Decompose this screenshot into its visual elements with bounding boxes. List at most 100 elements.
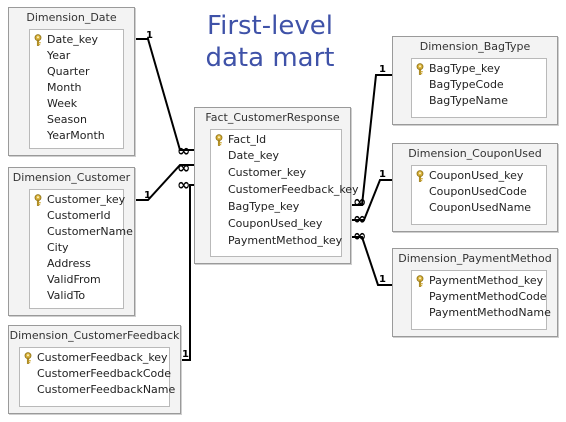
- field-row[interactable]: Week: [30, 96, 123, 112]
- field-row[interactable]: City: [30, 240, 123, 256]
- field-row[interactable]: Date_key: [30, 32, 123, 48]
- field-row[interactable]: CouponUsedCode: [412, 184, 546, 200]
- table-dimension-date[interactable]: Dimension_Date Date_key Year Quarter Mon…: [8, 7, 135, 156]
- field-row[interactable]: Address: [30, 256, 123, 272]
- field-row[interactable]: ValidTo: [30, 288, 123, 304]
- field-row[interactable]: Month: [30, 80, 123, 96]
- field-name: Year: [47, 49, 71, 62]
- field-name: Quarter: [47, 65, 90, 78]
- field-row[interactable]: YearMonth: [30, 128, 123, 144]
- link-couponused-fact: [351, 179, 392, 221]
- field-name: PaymentMethodCode: [429, 290, 547, 303]
- field-list: Date_key Year Quarter Month Week Season …: [29, 29, 124, 149]
- field-name: City: [47, 241, 69, 254]
- table-title: Dimension_BagType: [419, 40, 531, 53]
- field-list: BagType_key BagTypeCode BagTypeName: [411, 58, 547, 118]
- table-title: Dimension_PaymentMethod: [398, 252, 552, 265]
- field-row[interactable]: CustomerFeedbackName: [20, 382, 175, 398]
- table-dimension-payment-method[interactable]: Dimension_PaymentMethod PaymentMethod_ke…: [392, 248, 558, 337]
- field-name: Date_key: [228, 149, 280, 162]
- field-name: Fact_Id: [228, 133, 267, 146]
- field-row[interactable]: Quarter: [30, 64, 123, 80]
- field-row[interactable]: PaymentMethodCode: [412, 289, 547, 305]
- cardinality-one-feedback: 1: [182, 349, 189, 360]
- field-name: Date_key: [47, 33, 99, 46]
- field-name: ValidTo: [47, 289, 86, 302]
- field-row[interactable]: CustomerFeedbackCode: [20, 366, 171, 382]
- field-list: Customer_key CustomerId CustomerName Cit…: [29, 189, 133, 309]
- field-row[interactable]: BagType_key: [211, 199, 341, 215]
- field-name: CouponUsed_key: [429, 169, 524, 182]
- cardinality-one-customer: 1: [144, 190, 151, 201]
- field-name: Customer_key: [228, 166, 307, 179]
- field-name: Season: [47, 113, 87, 126]
- link-date-fact: [134, 38, 194, 151]
- field-name: PaymentMethodName: [429, 306, 551, 319]
- table-title: Dimension_CouponUsed: [408, 147, 542, 160]
- cardinality-one-couponused: 1: [379, 169, 386, 180]
- field-name: CustomerFeedback_key: [37, 351, 168, 364]
- field-row[interactable]: CustomerName: [30, 224, 133, 240]
- field-row[interactable]: Year: [30, 48, 123, 64]
- field-row[interactable]: CouponUsedName: [412, 200, 546, 216]
- field-list: CouponUsed_key CouponUsedCode CouponUsed…: [411, 165, 547, 225]
- field-row[interactable]: ValidFrom: [30, 272, 123, 288]
- field-name: BagTypeCode: [429, 78, 504, 91]
- field-row[interactable]: BagTypeName: [412, 93, 546, 109]
- field-row[interactable]: BagTypeCode: [412, 77, 546, 93]
- cardinality-many-paymentmethod: ∞: [353, 226, 367, 245]
- field-row[interactable]: CustomerId: [30, 208, 123, 224]
- table-title: Dimension_CustomerFeedback: [9, 329, 180, 342]
- table-dimension-coupon-used[interactable]: Dimension_CouponUsed CouponUsed_key Coup…: [392, 143, 558, 232]
- field-row[interactable]: CustomerFeedback_key: [20, 350, 169, 366]
- field-row[interactable]: Customer_key: [30, 192, 126, 208]
- field-name: Address: [47, 257, 91, 270]
- cardinality-many-feedback: ∞: [177, 175, 191, 194]
- field-row[interactable]: Customer_key: [211, 165, 341, 181]
- table-title: Fact_CustomerResponse: [205, 111, 340, 124]
- field-row[interactable]: CouponUsed_key: [211, 216, 341, 232]
- field-list: CustomerFeedback_key CustomerFeedbackCod…: [19, 347, 175, 407]
- table-dimension-customer[interactable]: Dimension_Customer Customer_key Customer…: [8, 167, 135, 316]
- field-row[interactable]: Date_key: [211, 148, 341, 164]
- field-name: CouponUsedCode: [429, 185, 527, 198]
- field-name: PaymentMethod_key: [228, 234, 343, 247]
- table-title: Dimension_Customer: [12, 171, 131, 184]
- link-customer-fact: [134, 164, 194, 201]
- cardinality-one-bagtype: 1: [379, 64, 386, 75]
- key-icon: [214, 134, 225, 146]
- diagram-title: First-level data mart: [200, 10, 340, 74]
- field-name: Week: [47, 97, 78, 110]
- cardinality-many-couponused: ∞: [353, 209, 367, 228]
- field-name: YearMonth: [47, 129, 105, 142]
- field-name: Customer_key: [47, 193, 126, 206]
- table-fact-customer-response[interactable]: Fact_CustomerResponse Fact_Id Date_key C…: [194, 107, 359, 264]
- cardinality-many-bagtype: ∞: [353, 192, 367, 211]
- field-row[interactable]: CustomerFeedback_key: [211, 182, 359, 198]
- title-line-1: First-level: [207, 11, 333, 41]
- field-name: ValidFrom: [47, 273, 101, 286]
- cardinality-many-customer: ∞: [177, 158, 191, 177]
- table-dimension-customer-feedback[interactable]: Dimension_CustomerFeedback CustomerFeedb…: [8, 325, 181, 414]
- link-bagtype-fact: [351, 74, 392, 206]
- field-row[interactable]: Fact_Id: [211, 132, 341, 148]
- key-icon: [415, 63, 426, 75]
- field-name: CustomerId: [47, 209, 111, 222]
- field-row[interactable]: BagType_key: [412, 61, 546, 77]
- key-icon: [415, 275, 426, 287]
- link-paymentmethod-fact: [351, 236, 392, 286]
- cardinality-one-paymentmethod: 1: [379, 274, 386, 285]
- key-icon: [415, 170, 426, 182]
- field-row[interactable]: PaymentMethod_key: [211, 233, 343, 249]
- field-row[interactable]: Season: [30, 112, 123, 128]
- field-row[interactable]: PaymentMethodName: [412, 305, 551, 321]
- key-icon: [33, 194, 44, 206]
- field-name: BagType_key: [228, 200, 300, 213]
- field-row[interactable]: CouponUsed_key: [412, 168, 546, 184]
- link-feedback-fact: [180, 184, 194, 361]
- key-icon: [33, 34, 44, 46]
- field-row[interactable]: PaymentMethod_key: [412, 273, 546, 289]
- table-dimension-bag-type[interactable]: Dimension_BagType BagType_key BagTypeCod…: [392, 36, 558, 125]
- field-name: BagType_key: [429, 62, 501, 75]
